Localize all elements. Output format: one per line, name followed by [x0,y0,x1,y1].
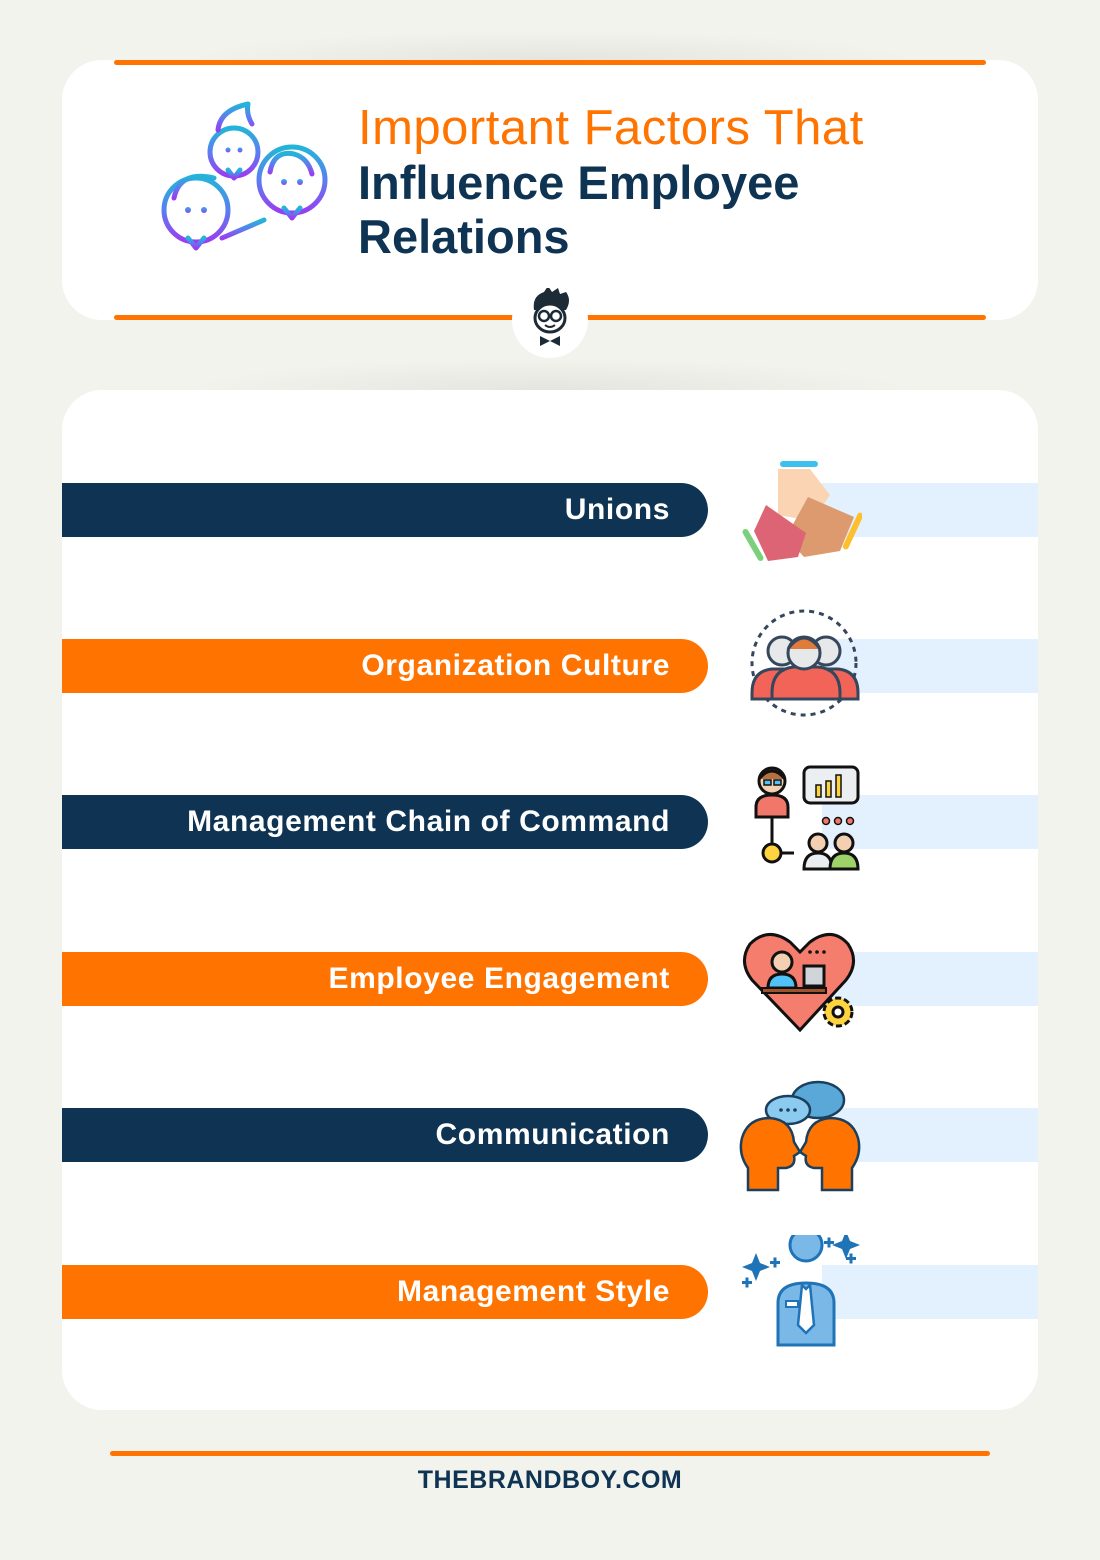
factor-accent-bar [822,1265,1038,1319]
factor-accent-bar [822,952,1038,1006]
team-group-icon [738,609,862,723]
title-line-2: Influence Employee [358,156,800,209]
factor-label: Unions [564,493,670,526]
factor-pill: Communication [62,1108,708,1162]
connected-people-network-icon [158,98,328,268]
factor-row-organization-culture: Organization Culture [62,609,1038,717]
factor-pill: Employee Engagement [62,952,708,1006]
title-line-1: Important Factors That [358,101,864,155]
two-heads-speech-bubbles-icon [738,1078,862,1192]
title-line-3: Relations [358,210,570,263]
header-card [62,60,1038,320]
factor-label: Employee Engagement [328,962,670,995]
card-shadow [180,358,920,390]
joined-hands-icon [738,453,864,567]
factor-label: Communication [435,1118,670,1151]
footer-rule [110,1451,990,1456]
heart-employee-gear-icon [738,922,862,1036]
factor-pill: Unions [62,483,708,537]
factor-row-management-style: Management Style [62,1227,1038,1347]
factor-label: Management Style [396,1275,670,1308]
brandboy-mascot-icon [512,282,588,358]
page-title: Important Factors That Influence Employe… [358,100,864,264]
factor-label: Organization Culture [361,649,670,682]
manager-sparkles-icon [738,1227,862,1349]
manager-hierarchy-icon [738,765,862,879]
factor-row-communication: Communication [62,1080,1038,1192]
footer-site-link[interactable]: THEBRANDBOY.COM [417,1466,683,1494]
factors-card: Unions Organization Culture [62,390,1038,1410]
factor-label: Management Chain of Command [187,805,670,838]
factor-pill: Organization Culture [62,639,708,693]
header-top-rule [114,60,986,65]
factor-row-management-chain-of-command: Management Chain of Command [62,765,1038,871]
factor-row-unions: Unions [62,461,1038,561]
factor-pill: Management Style [62,1265,708,1319]
factor-accent-bar [822,483,1038,537]
header-shadow [180,30,920,60]
factor-accent-bar [822,795,1038,849]
factor-pill: Management Chain of Command [62,795,708,849]
factor-row-employee-engagement: Employee Engagement [62,933,1038,1033]
